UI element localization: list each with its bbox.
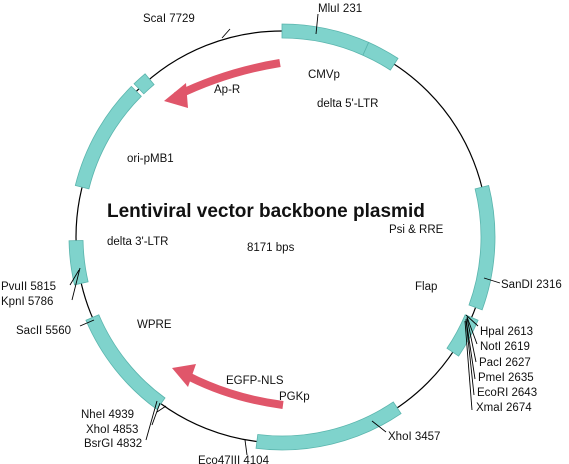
site-xhoi-3457: XhoI 3457 (388, 431, 440, 443)
site-nhei: NheI 4939 (81, 409, 134, 421)
label-delta-3-ltr: delta 3'-LTR (107, 236, 168, 248)
site-pmei: PmeI 2635 (478, 372, 534, 384)
block-psi-rre (468, 184, 496, 311)
site-ecori: EcoRI 2643 (477, 387, 537, 399)
label-pgkp: PGKp (279, 391, 310, 403)
block-cmvp (281, 23, 370, 56)
site-paci: PacI 2627 (479, 357, 531, 369)
site-mlui: MluI 231 (318, 3, 362, 15)
site-sandi: SanDI 2316 (501, 279, 562, 291)
site-pvuii: PvuII 5815 (1, 281, 56, 293)
label-delta-5-ltr: delta 5'-LTR (317, 98, 378, 110)
label-wpre: WPRE (137, 319, 172, 331)
block-ori-2 (133, 73, 155, 95)
label-ori-pmb1: ori-pMB1 (127, 153, 174, 165)
block-wpre (85, 314, 166, 410)
site-noti: NotI 2619 (480, 341, 530, 353)
site-ticks (69, 13, 501, 456)
label-psi-rre: Psi & RRE (389, 224, 444, 236)
label-flap: Flap (415, 281, 437, 293)
site-scai: ScaI 7729 (143, 13, 195, 25)
label-ap-r: Ap-R (214, 84, 240, 96)
site-kpni: KpnI 5786 (1, 296, 53, 308)
site-xhoi-4853: XhoI 4853 (86, 424, 138, 436)
plasmid-size: 8171 bps (247, 242, 295, 254)
site-hpai: HpaI 2613 (480, 326, 533, 338)
label-egfp-nls: EGFP-NLS (226, 375, 284, 387)
site-eco47iii: Eco47III 4104 (198, 455, 270, 464)
block-delta-5-ltr (362, 41, 399, 71)
egfp-arrow-body (184, 371, 284, 409)
block-pgkp-egfp (255, 401, 402, 451)
block-ori (74, 85, 142, 190)
plasmid-title: Lentiviral vector backbone plasmid (107, 201, 425, 222)
feature-blocks (68, 23, 496, 451)
block-delta-3-ltr (68, 240, 89, 286)
site-bsrgi: BsrGI 4832 (84, 438, 142, 450)
ap-r-arrow-head (164, 83, 188, 108)
site-xmai: XmaI 2674 (476, 402, 532, 414)
egfp-arrow-head (172, 364, 196, 387)
label-cmvp: CMVp (308, 69, 340, 81)
site-sacii: SacII 5560 (16, 325, 71, 337)
